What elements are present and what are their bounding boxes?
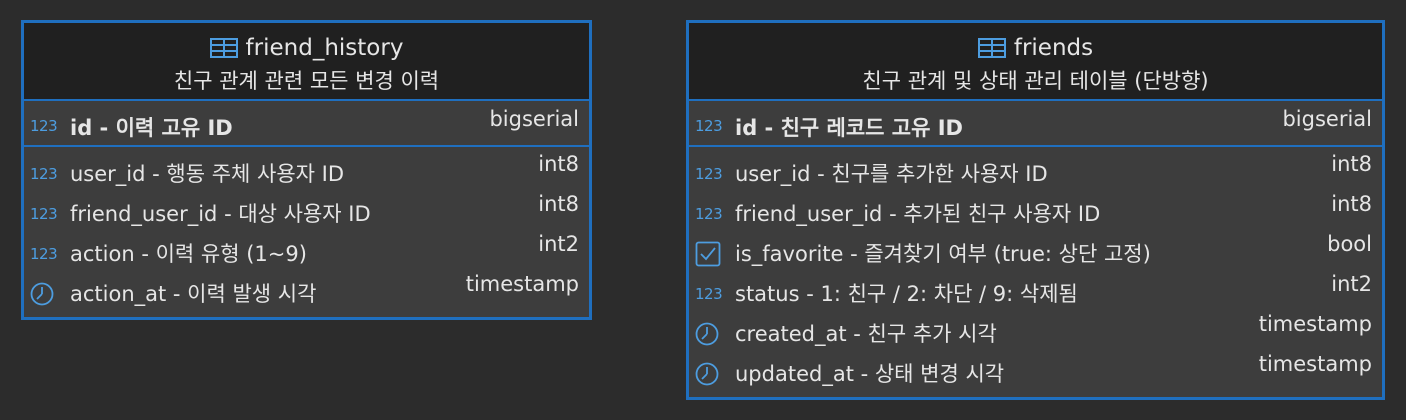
number-type-icon: 123 [30,245,58,263]
table-name: friend_history [245,35,404,61]
column-label: friend_user_id - 추가된 친구 사용자 ID [735,202,1101,226]
column-label: updated_at - 상태 변경 시각 [735,362,1005,386]
column-type: timestamp [1258,352,1372,376]
clock-icon [695,319,729,349]
column-type: int8 [538,192,579,216]
number-type-icon: 123 [30,205,58,223]
column-row[interactable]: 123 user_id - 친구를 추가한 사용자 ID int8 [689,151,1382,191]
column-type: int2 [1331,272,1372,296]
column-type: int8 [1331,192,1372,216]
column-type: bigserial [489,107,579,131]
column-type: bool [1327,232,1372,256]
column-label: action - 이력 유형 (1~9) [70,242,307,266]
column-row[interactable]: 123 user_id - 행동 주체 사용자 ID int8 [24,151,589,191]
column-type: int8 [1331,152,1372,176]
number-type-icon: 123 [695,165,723,183]
column-label: id - 친구 레코드 고유 ID [735,116,963,140]
column-row[interactable]: 123 action - 이력 유형 (1~9) int2 [24,231,589,271]
column-label: created_at - 친구 추가 시각 [735,322,997,346]
column-type: bigserial [1282,107,1372,131]
column-label: is_favorite - 즐겨찾기 여부 (true: 상단 고정) [735,242,1151,266]
column-label: user_id - 행동 주체 사용자 ID [70,162,345,186]
table-friend-history[interactable]: friend_history 친구 관계 관련 모든 변경 이력 123 id … [21,20,592,320]
column-type: int8 [538,152,579,176]
column-label: status - 1: 친구 / 2: 차단 / 9: 삭제됨 [735,282,1078,306]
column-type: timestamp [1258,312,1372,336]
primary-key-row[interactable]: 123 id - 친구 레코드 고유 ID bigserial [689,101,1382,147]
column-label: action_at - 이력 발생 시각 [70,282,317,306]
number-type-icon: 123 [695,117,723,135]
clock-icon [695,359,729,389]
table-comment: 친구 관계 및 상태 관리 테이블 (단방향) [862,69,1209,93]
column-type: timestamp [465,272,579,296]
column-type: int2 [538,232,579,256]
number-type-icon: 123 [695,205,723,223]
checkbox-icon [695,239,729,269]
column-label: friend_user_id - 대상 사용자 ID [70,202,371,226]
table-icon [977,38,1006,58]
column-row[interactable]: updated_at - 상태 변경 시각 timestamp [689,351,1382,391]
table-header: friends 친구 관계 및 상태 관리 테이블 (단방향) [689,23,1382,101]
column-row[interactable]: created_at - 친구 추가 시각 timestamp [689,311,1382,351]
column-label: user_id - 친구를 추가한 사용자 ID [735,162,1048,186]
table-comment: 친구 관계 관련 모든 변경 이력 [173,69,440,93]
table-header: friend_history 친구 관계 관련 모든 변경 이력 [24,23,589,101]
table-name: friends [1013,35,1094,61]
number-type-icon: 123 [30,117,58,135]
primary-key-row[interactable]: 123 id - 이력 고유 ID bigserial [24,101,589,147]
column-row[interactable]: 123 friend_user_id - 추가된 친구 사용자 ID int8 [689,191,1382,231]
column-row[interactable]: 123 friend_user_id - 대상 사용자 ID int8 [24,191,589,231]
column-row[interactable]: is_favorite - 즐겨찾기 여부 (true: 상단 고정) bool [689,231,1382,271]
clock-icon [30,279,64,309]
number-type-icon: 123 [695,285,723,303]
table-icon [209,38,238,58]
column-row[interactable]: 123 status - 1: 친구 / 2: 차단 / 9: 삭제됨 int2 [689,271,1382,311]
table-friends[interactable]: friends 친구 관계 및 상태 관리 테이블 (단방향) 123 id -… [686,20,1385,400]
column-row[interactable]: action_at - 이력 발생 시각 timestamp [24,271,589,311]
column-label: id - 이력 고유 ID [70,116,233,140]
number-type-icon: 123 [30,165,58,183]
